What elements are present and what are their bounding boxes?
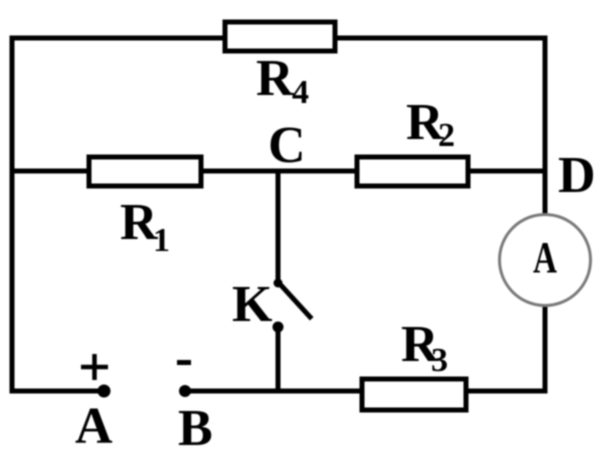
svg-text:3: 3 <box>431 342 448 379</box>
svg-text:K: K <box>232 276 273 333</box>
svg-text:C: C <box>268 117 306 174</box>
svg-text:2: 2 <box>438 117 455 154</box>
svg-text:D: D <box>558 147 596 204</box>
svg-text:A: A <box>533 233 557 282</box>
svg-text:R: R <box>120 194 159 251</box>
svg-text:R: R <box>406 94 445 151</box>
svg-text:A: A <box>75 398 113 455</box>
svg-text:B: B <box>178 400 213 457</box>
svg-text:R: R <box>256 50 295 107</box>
svg-text:1: 1 <box>153 222 170 259</box>
svg-text:R: R <box>401 316 440 373</box>
svg-text:4: 4 <box>292 74 309 111</box>
